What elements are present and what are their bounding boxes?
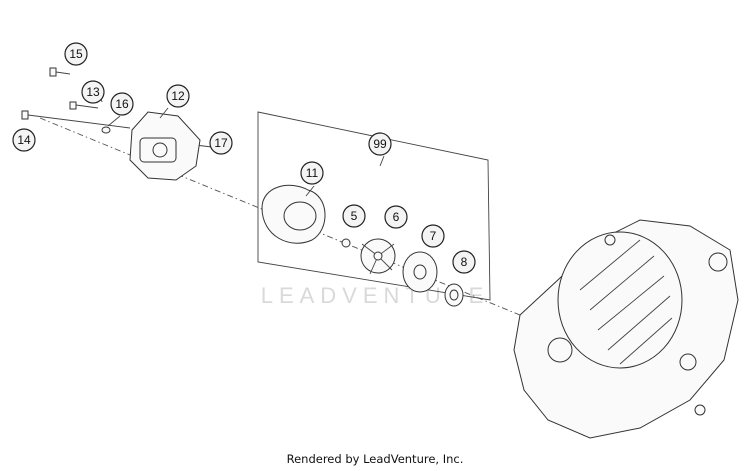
leader-12 (159, 107, 169, 119)
engine-cover (513, 219, 739, 439)
kit-frame (257, 111, 491, 301)
callout-6: 6 (384, 205, 408, 229)
svg-text:17: 17 (214, 136, 228, 150)
svg-text:99: 99 (373, 137, 387, 151)
bolt-14 (21, 110, 131, 129)
footer-credit: Rendered by LeadVenture, Inc. (286, 452, 464, 466)
bearing-8 (444, 283, 464, 307)
pump-cover-12 (129, 111, 201, 181)
bolt-15 (49, 67, 71, 77)
svg-text:15: 15 (69, 47, 83, 61)
leader-16 (107, 115, 121, 127)
callout-12: 12 (166, 84, 190, 108)
bolt-13 (69, 101, 99, 110)
seal-5 (341, 238, 351, 248)
svg-text:7: 7 (430, 229, 437, 243)
callout-99: 99 (368, 132, 392, 156)
callout-11: 11 (300, 161, 324, 185)
svg-text:14: 14 (17, 133, 31, 147)
pump-wheel-7 (402, 251, 438, 293)
callout-7: 7 (421, 224, 445, 248)
callout-16: 16 (110, 92, 134, 116)
leader-99 (379, 155, 385, 167)
washer-16 (101, 126, 111, 134)
svg-text:11: 11 (306, 166, 319, 180)
svg-text:5: 5 (351, 209, 358, 223)
callout-14: 14 (12, 128, 36, 152)
svg-text:8: 8 (461, 255, 468, 269)
callout-5: 5 (342, 204, 366, 228)
callout-13: 13 (81, 80, 105, 104)
svg-text:13: 13 (86, 85, 100, 99)
leader-11 (305, 185, 315, 197)
callout-8: 8 (452, 250, 476, 274)
assembly-axis-line (39, 117, 611, 353)
impeller-6 (360, 238, 396, 275)
gasket-11 (261, 184, 326, 244)
callout-15: 15 (64, 42, 88, 66)
svg-text:16: 16 (115, 97, 129, 111)
callout-17: 17 (209, 131, 233, 155)
svg-text:6: 6 (393, 210, 400, 224)
svg-text:12: 12 (171, 89, 185, 103)
